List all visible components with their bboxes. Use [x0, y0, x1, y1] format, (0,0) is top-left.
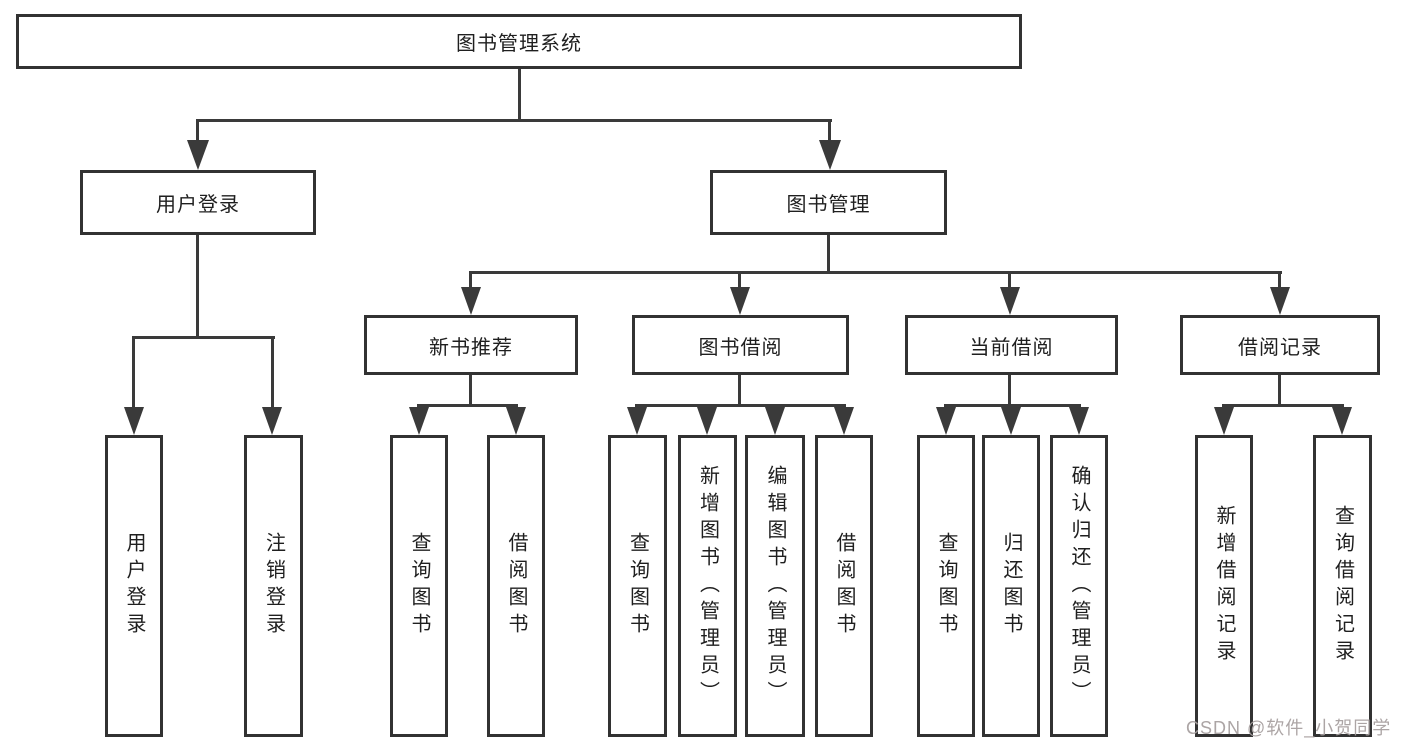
node-new-book-recommend: 新书推荐 [364, 315, 578, 375]
arrow-down-icon [1000, 287, 1020, 315]
connector-line [738, 375, 741, 405]
node-root: 图书管理系统 [16, 14, 1022, 69]
leaf-label: 新增借阅记录 [1213, 505, 1235, 667]
arrow-down-icon [187, 140, 209, 170]
arrow-down-icon [1270, 287, 1290, 315]
connector-line [635, 404, 846, 407]
connector-line [1008, 375, 1011, 405]
connector-line [132, 336, 275, 339]
node-record-add-record: 新增借阅记录 [1195, 435, 1253, 737]
node-current-confirm-return: 确认归还（管理员） [1050, 435, 1108, 737]
leaf-label: 用户登录 [123, 532, 145, 640]
arrow-down-icon [834, 407, 854, 435]
connector-line [738, 272, 741, 290]
node-current-query-book: 查询图书 [917, 435, 975, 737]
connector-line [271, 337, 274, 409]
node-current-return-book: 归还图书 [982, 435, 1040, 737]
arrow-down-icon [506, 407, 526, 435]
leaf-label: 查询图书 [626, 532, 649, 640]
leaf-label: 新增图书（管理员） [696, 464, 719, 708]
node-user-login: 用户登录 [80, 170, 316, 235]
connector-line [828, 120, 831, 144]
arrow-down-icon [461, 287, 481, 315]
leaf-label: 借阅图书 [505, 532, 527, 640]
connector-line [827, 235, 830, 273]
arrow-down-icon [936, 407, 956, 435]
arrow-down-icon [765, 407, 785, 435]
connector-line [469, 272, 472, 290]
leaf-label: 编辑图书（管理员） [764, 464, 786, 708]
node-rec-query-book: 查询图书 [390, 435, 448, 737]
arrow-down-icon [697, 407, 717, 435]
leaf-label: 查询图书 [408, 532, 430, 640]
arrow-down-icon [1001, 407, 1021, 435]
arrow-down-icon [124, 407, 144, 435]
connector-line [469, 375, 472, 405]
connector-line [1278, 272, 1281, 290]
connector-line [196, 120, 199, 144]
connector-line [944, 404, 1081, 407]
connector-line [132, 337, 135, 409]
node-logout-leaf: 注销登录 [244, 435, 303, 737]
connector-line [1278, 375, 1281, 405]
arrow-down-icon [1069, 407, 1089, 435]
node-borrow-borrow-book: 借阅图书 [815, 435, 873, 737]
leaf-label: 查询图书 [935, 532, 957, 640]
node-book-management: 图书管理 [710, 170, 947, 235]
node-book-borrow: 图书借阅 [632, 315, 849, 375]
arrow-down-icon [627, 407, 647, 435]
csdn-watermark: CSDN @软件_小贺同学 [1186, 718, 1392, 738]
leaf-label: 确认归还（管理员） [1068, 464, 1090, 708]
connector-line [417, 404, 518, 407]
arrow-down-icon [262, 407, 282, 435]
node-borrow-query-book: 查询图书 [608, 435, 667, 737]
connector-line [196, 119, 832, 122]
arrow-down-icon [819, 140, 841, 170]
arrow-down-icon [730, 287, 750, 315]
leaf-label: 归还图书 [1000, 532, 1022, 640]
connector-line [1222, 404, 1344, 407]
arrow-down-icon [409, 407, 429, 435]
leaf-label: 借阅图书 [833, 532, 855, 640]
node-user-login-leaf: 用户登录 [105, 435, 163, 737]
arrow-down-icon [1214, 407, 1234, 435]
leaf-label: 查询借阅记录 [1331, 505, 1354, 667]
connector-line [518, 69, 521, 121]
connector-line [1008, 272, 1011, 290]
connector-line [196, 235, 199, 337]
arrow-down-icon [1332, 407, 1352, 435]
node-current-borrow: 当前借阅 [905, 315, 1118, 375]
leaf-label: 注销登录 [262, 532, 285, 640]
node-borrow-record: 借阅记录 [1180, 315, 1380, 375]
connector-line [469, 271, 1282, 274]
node-borrow-add-book: 新增图书（管理员） [678, 435, 737, 737]
node-borrow-edit-book: 编辑图书（管理员） [745, 435, 805, 737]
node-record-query-record: 查询借阅记录 [1313, 435, 1372, 737]
node-rec-borrow-book: 借阅图书 [487, 435, 545, 737]
